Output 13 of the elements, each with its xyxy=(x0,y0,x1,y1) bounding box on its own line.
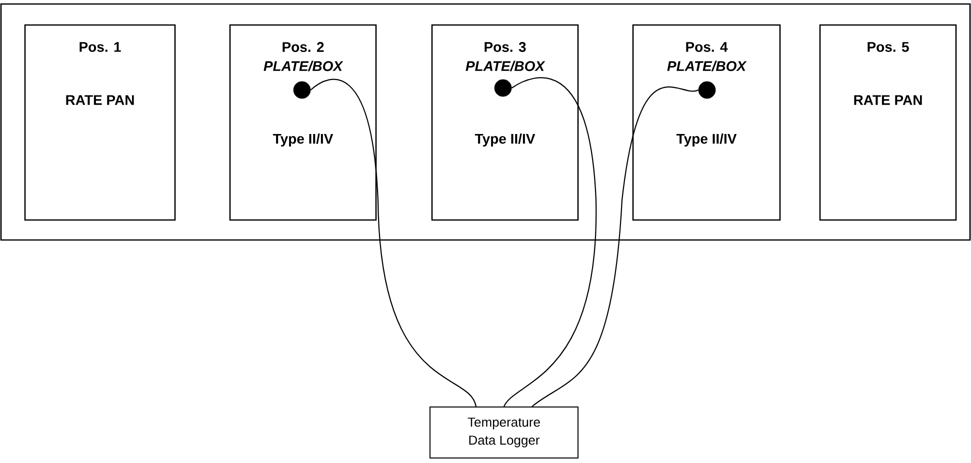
position-box: Pos. 2 PLATE/BOX Type II/IV xyxy=(229,24,377,221)
sensor-dot xyxy=(698,81,716,99)
sensor-wire xyxy=(310,79,477,407)
position-box: Pos. 5 RATE PAN xyxy=(819,24,957,221)
sensor-dot xyxy=(293,81,311,99)
logger-box: Temperature Data Logger xyxy=(430,406,578,458)
sensor-dot xyxy=(494,79,512,97)
sensor-wire xyxy=(532,86,698,407)
position-box: Pos. 3 PLATE/BOX Type II/IV xyxy=(431,24,579,221)
position-box: Pos. 1 RATE PAN xyxy=(24,24,176,221)
sensor-wire xyxy=(504,77,597,407)
tray-outline xyxy=(0,3,971,241)
position-box: Pos. 4 PLATE/BOX Type II/IV xyxy=(632,24,781,221)
